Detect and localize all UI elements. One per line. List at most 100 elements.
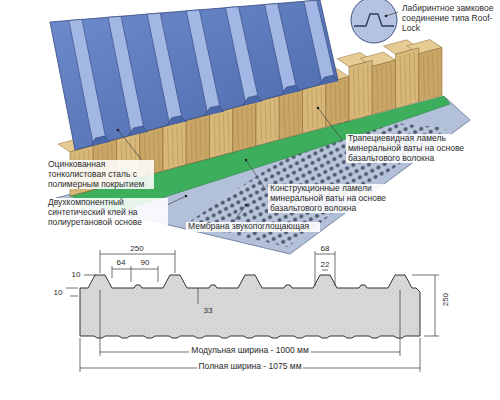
wool-fibre [251,106,252,144]
wool-fibre [391,64,392,106]
lamella-face [419,48,442,102]
wool-fibre [298,93,299,131]
wool-fibre [307,91,308,129]
wool-fibre [344,81,345,119]
sheet-rib [265,4,297,95]
leader-lines [118,12,398,221]
wool-fibre [428,54,429,96]
lamella-face [279,89,302,139]
wool-fibre [358,67,359,115]
sheet-rib [186,10,220,115]
wool-fibre [214,116,215,154]
lamella-face [396,48,419,108]
wool-fibre [409,53,410,101]
rib-section [129,126,148,136]
rib-section [319,75,338,85]
top-steel-sheet [50,0,338,150]
rib-section [243,96,262,106]
dimension-value: 68 [319,244,332,253]
wool-fibre [284,97,285,135]
sheet-rib [69,19,107,145]
part-label: Трапециевидная ламель минеральной ваты н… [346,134,490,163]
wool-fibre [433,53,434,95]
sheet-rib [108,16,144,135]
wool-fibre [196,121,197,159]
lamella-face [326,77,349,127]
wool-fibre [400,56,401,104]
wool-fibre [293,95,294,133]
sheet-rib [226,7,259,105]
wool-fibre [168,129,169,167]
lamella-face [349,60,372,120]
part-label: Двухкомпонентный синтетический клей на п… [46,198,168,227]
part-label: Мембрана звукопоглощающая [186,222,320,232]
wool-fibre [191,122,192,160]
lamella-face [372,60,395,114]
dimension-value: 10 [52,288,65,297]
dimension-value: 90 [139,258,152,267]
wool-fibre [289,96,290,134]
wool-fibre [386,66,387,108]
part-label: Лабиринтное замковое соединение типа Roo… [400,4,498,33]
wool-fibre [261,104,262,142]
wool-fibre [270,101,271,139]
lamella-face [163,121,186,171]
wool-fibre [200,120,201,158]
wool-fibre [242,109,243,147]
wool-fibre [228,112,229,150]
dimension-value: 10 [70,270,83,279]
dimension-value: 250 [441,291,450,308]
wool-fibre [405,55,406,103]
wool-fibre [382,67,383,109]
rib-section [90,136,109,146]
dimension-value: 33 [204,306,213,315]
wool-fibre [335,83,336,121]
dimension-lines [66,250,439,372]
lamella-face [186,114,209,164]
wool-fibre [177,126,178,164]
lock-magnifier [351,0,397,43]
wool-fibre [321,87,322,125]
wool-fibre [414,52,415,100]
wool-fibre [265,102,266,140]
wool-fibre [363,66,364,114]
wool-fibre [354,68,355,116]
wool-fibre [223,114,224,152]
lamella-face [303,83,326,133]
wool-fibre [219,115,220,153]
part-label: Оцинкованная тонколистовая сталь с полим… [46,160,154,189]
wool-fibre [377,68,378,110]
wool-fibre [423,56,424,98]
wool-fibre [368,65,369,113]
leader-dots [117,15,388,207]
wool-fibre [172,127,173,165]
dimension-value: Полная ширина - 1075 мм [197,362,304,372]
wool-fibre [205,119,206,157]
dimension-value: 250 [128,244,145,253]
wool-fibre [182,125,183,163]
wool-fibre [237,110,238,148]
lamella-face [210,108,233,158]
lock-joint [354,14,394,26]
panel-profile [80,275,420,338]
wool-fibre [437,52,438,94]
wool-fibre [158,131,159,169]
wool-fibre [312,90,313,128]
wool-fibre [340,82,341,120]
part-label: Конструкционные ламели минеральной ваты … [268,184,396,213]
rib-section [167,116,186,126]
sheet-ribs [69,0,338,146]
lamella-face [233,102,256,152]
rib-section [281,85,300,95]
sheet-rib [147,13,182,125]
rib-section [205,106,224,116]
lamella-face [256,96,279,146]
dimension-value: Модульная ширина - 1000 мм [189,346,311,356]
dimension-value: 22 [319,260,332,269]
dimension-value: 64 [115,258,128,267]
wool-fibre [275,100,276,138]
sheet-rib [304,0,335,84]
wool-fibre [247,107,248,145]
